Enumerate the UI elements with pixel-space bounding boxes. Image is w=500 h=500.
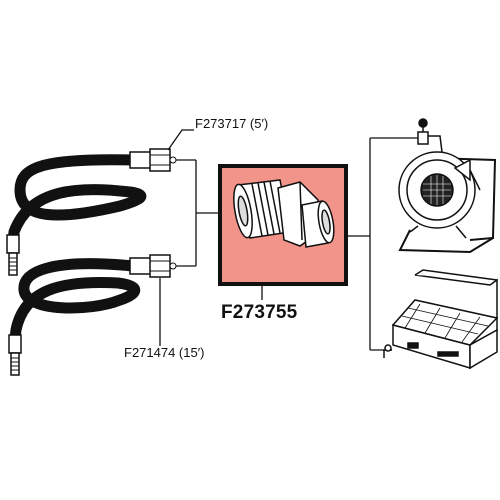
top-hose-part-number: F273717 (5′)	[195, 116, 269, 131]
bottom-hose-part-number: F271474 (15′)	[124, 345, 205, 360]
fitting-adapter-icon	[233, 179, 335, 248]
center-part-number: F273755	[221, 302, 298, 323]
camp-stove-icon	[383, 269, 499, 370]
connector-lines-left	[159, 129, 220, 346]
patio-heater-icon	[398, 118, 497, 254]
bottom-hose-icon	[8, 254, 177, 376]
top-hose-icon	[6, 148, 177, 276]
